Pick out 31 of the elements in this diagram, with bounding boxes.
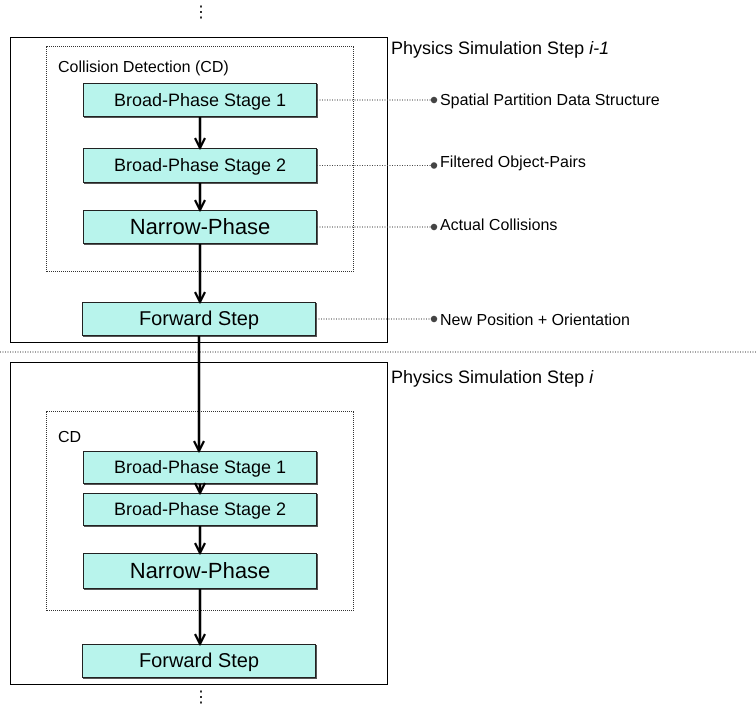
step-heading: Physics Simulation Step i	[391, 367, 594, 388]
leader-line	[316, 96, 438, 104]
annotation-text: Actual Collisions	[440, 216, 558, 236]
process-box: Broad-Phase Stage 2	[83, 148, 317, 183]
arrow	[194, 244, 206, 304]
process-box: Broad-Phase Stage 2	[83, 493, 317, 526]
continuation-dots: ⋮	[193, 4, 209, 22]
process-box: Narrow-Phase	[83, 553, 317, 589]
process-box: Broad-Phase Stage 1	[83, 451, 317, 484]
arrow	[194, 117, 206, 150]
group-frame	[46, 411, 354, 611]
arrow	[194, 183, 206, 212]
process-box: Narrow-Phase	[83, 210, 317, 244]
process-box: Forward Step	[82, 302, 316, 336]
continuation-dots: ⋮	[193, 689, 209, 707]
arrow	[194, 526, 206, 554]
process-box: Forward Step	[82, 644, 316, 678]
arrow	[194, 589, 206, 646]
group-frame	[46, 46, 354, 272]
leader-line	[316, 316, 438, 322]
group-label: CD	[58, 429, 82, 447]
group-label: Collision Detection (CD)	[58, 59, 229, 77]
arrow	[192, 336, 206, 452]
leader-line	[316, 224, 438, 230]
process-box: Broad-Phase Stage 1	[83, 83, 317, 117]
step-heading: Physics Simulation Step i-1	[391, 38, 610, 59]
annotation-text: Filtered Object-Pairs	[440, 153, 586, 173]
arrow	[194, 482, 206, 494]
annotation-text: Spatial Partition Data Structure	[440, 91, 660, 111]
annotation-text: New Position + Orientation	[440, 311, 630, 331]
leader-line	[316, 162, 438, 169]
